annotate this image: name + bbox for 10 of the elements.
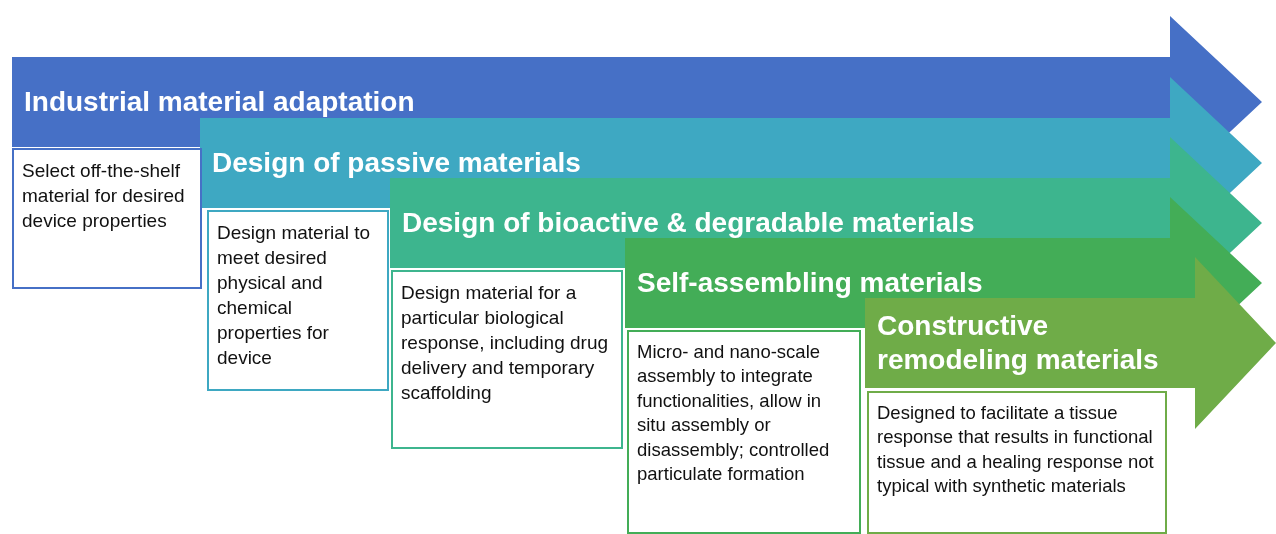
- description-box: Design material for a particular biological response, including drug delivery and temporary scaffolding: [391, 270, 623, 449]
- description-box: Design material to meet desired physical and chemical properties for device: [207, 210, 389, 391]
- banner-title: Industrial material adaptation: [24, 85, 415, 119]
- banner-title: Design of bioactive & degradable materials: [402, 206, 975, 240]
- description-box: Select off-the-shelf material for desired device properties: [12, 148, 202, 289]
- description-box: Micro- and nano-scale assembly to integrate functionalities, allow in situ assembly or disassembly; controlled particulate formation: [627, 330, 861, 534]
- banner-title: Constructive remodeling materials: [877, 309, 1160, 377]
- banner-title: Design of passive materials: [212, 146, 581, 180]
- description-box: Designed to facilitate a tissue response that results in functional tissue and a healing response not typical with synthetic materials: [867, 391, 1167, 534]
- banner-title: Self-assembling materials: [637, 266, 983, 300]
